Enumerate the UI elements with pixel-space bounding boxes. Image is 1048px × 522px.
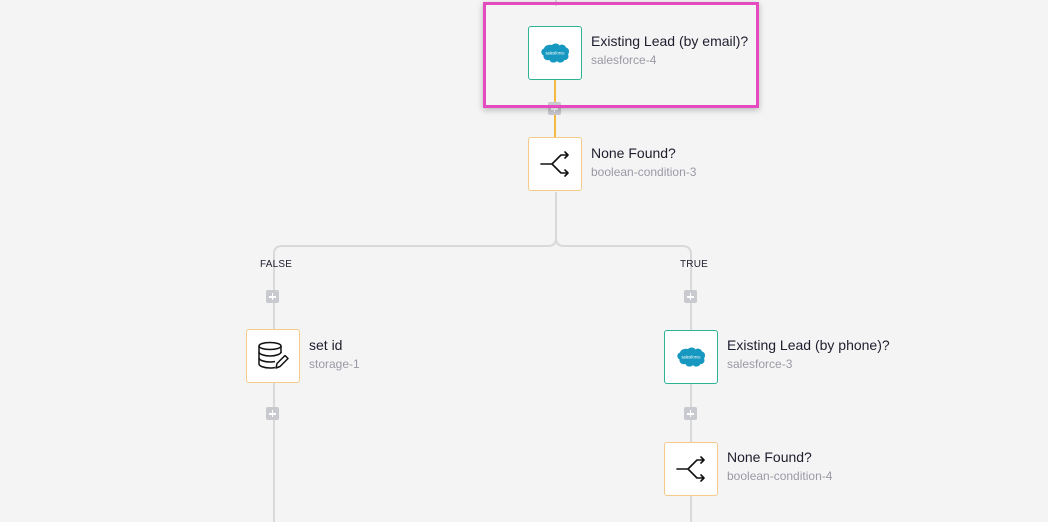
true-branch-label: TRUE	[680, 259, 709, 270]
add-step-button[interactable]	[684, 407, 697, 420]
false-branch-label: FALSE	[260, 259, 293, 270]
branch-split-icon	[676, 456, 705, 482]
storage-1-node[interactable]	[246, 329, 300, 383]
node-subtitle: storage-1	[309, 357, 360, 371]
database-edit-icon	[258, 341, 289, 369]
node-title: Existing Lead (by phone)?	[727, 337, 890, 353]
add-step-button[interactable]	[266, 407, 279, 420]
node-subtitle: boolean-condition-3	[591, 165, 697, 179]
connector-true-branch	[555, 237, 692, 522]
node-title: None Found?	[591, 145, 676, 161]
node-title: set id	[309, 337, 343, 353]
boolean-condition-4-node[interactable]	[664, 442, 718, 496]
add-step-button[interactable]	[684, 290, 697, 303]
node-title: None Found?	[727, 449, 812, 465]
branch-split-icon	[540, 151, 569, 177]
salesforce-logo-text: salesforce	[681, 355, 701, 360]
salesforce-3-node[interactable]: salesforce	[664, 330, 718, 384]
add-step-button[interactable]	[266, 290, 279, 303]
salesforce-logo-text: salesforce	[545, 51, 565, 56]
boolean-condition-3-node[interactable]	[528, 137, 582, 191]
selection-highlight	[483, 2, 759, 108]
node-subtitle: boolean-condition-4	[727, 469, 833, 483]
salesforce-cloud-icon: salesforce	[541, 43, 570, 63]
salesforce-cloud-icon: salesforce	[677, 347, 706, 367]
node-title: Existing Lead (by email)?	[591, 33, 749, 49]
node-subtitle: salesforce-4	[591, 53, 657, 67]
node-subtitle: salesforce-3	[727, 357, 793, 371]
salesforce-4-node[interactable]: salesforce	[528, 26, 582, 80]
